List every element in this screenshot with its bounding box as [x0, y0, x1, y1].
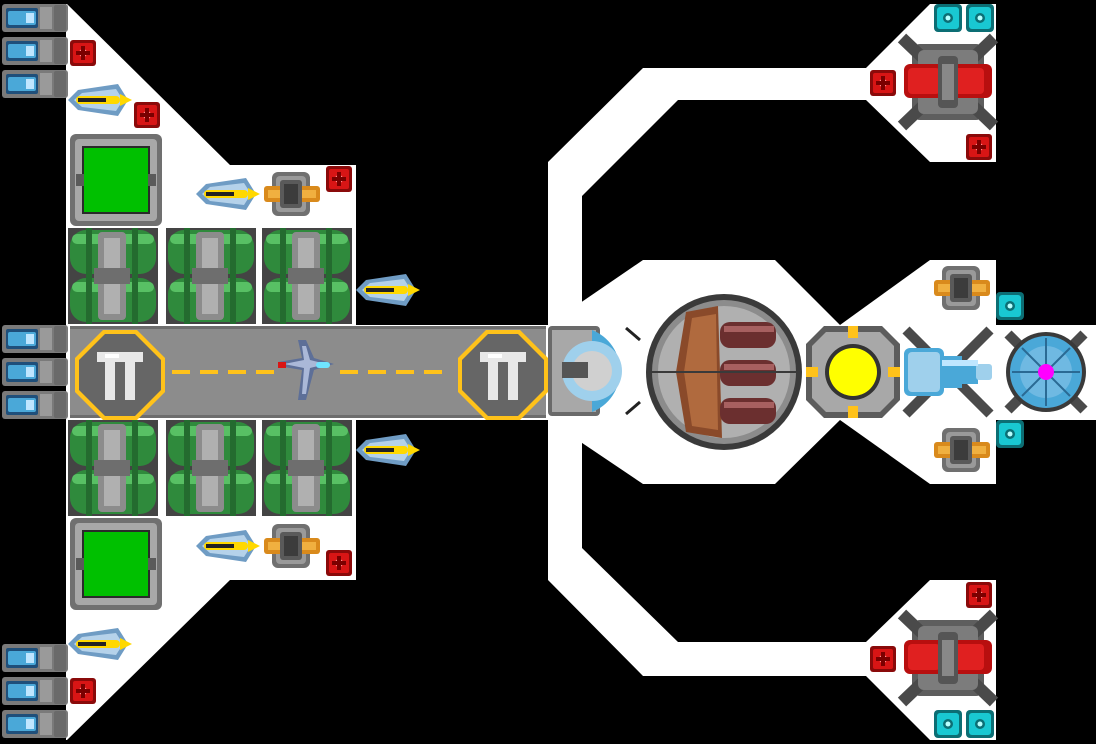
runway-stripes	[172, 370, 442, 374]
reactor-icon[interactable]	[806, 326, 900, 418]
red-mount-icon[interactable]	[966, 134, 992, 160]
cyan-socket-icon[interactable]	[966, 4, 994, 32]
cargo-tanks-upper	[68, 228, 352, 324]
cargo-tank-icon[interactable]	[166, 420, 256, 516]
cargo-tank-icon[interactable]	[262, 420, 352, 516]
heavy-cannon-icon[interactable]	[902, 614, 994, 702]
cargo-tank-icon[interactable]	[68, 420, 158, 516]
red-mount-icon[interactable]	[70, 678, 96, 704]
red-mount-icon[interactable]	[134, 102, 160, 128]
laser-turret-icon[interactable]	[356, 434, 420, 466]
cyan-socket-icon[interactable]	[934, 4, 962, 32]
cargo-tank-icon[interactable]	[262, 228, 352, 324]
laser-turret-icon[interactable]	[356, 274, 420, 306]
thruster-bank-bottom	[2, 644, 68, 738]
thruster-icon[interactable]	[2, 391, 68, 419]
thruster-icon[interactable]	[2, 677, 68, 705]
red-mount-icon[interactable]	[326, 166, 352, 192]
thruster-icon[interactable]	[2, 644, 68, 672]
engine-icon[interactable]	[902, 326, 994, 418]
cyan-socket-icon[interactable]	[966, 710, 994, 738]
red-mount-icon[interactable]	[326, 550, 352, 576]
thruster-icon[interactable]	[2, 710, 68, 738]
hangar-icon[interactable]	[646, 294, 802, 450]
cyan-socket-icon[interactable]	[996, 420, 1024, 448]
thruster-icon[interactable]	[2, 4, 68, 32]
heavy-cannon-icon[interactable]	[902, 38, 994, 126]
fighter-ship-icon[interactable]	[278, 340, 334, 400]
cyan-socket-icon[interactable]	[934, 710, 962, 738]
cargo-tanks-lower	[68, 420, 352, 516]
core-icon[interactable]	[1004, 330, 1088, 414]
storage-bay-icon[interactable]	[70, 134, 162, 226]
red-mount-icon[interactable]	[870, 70, 896, 96]
cockpit-icon[interactable]	[548, 326, 641, 416]
red-mount-icon[interactable]	[870, 646, 896, 672]
thruster-icon[interactable]	[2, 325, 68, 353]
red-mount-icon[interactable]	[966, 582, 992, 608]
thruster-bank-top	[2, 4, 68, 98]
red-mount-icon[interactable]	[70, 40, 96, 66]
thruster-bank-mid	[2, 325, 68, 419]
cargo-tank-icon[interactable]	[166, 228, 256, 324]
landing-pad[interactable]	[70, 326, 548, 420]
thruster-icon[interactable]	[2, 70, 68, 98]
thruster-icon[interactable]	[2, 358, 68, 386]
storage-bay-icon[interactable]	[70, 518, 162, 610]
thruster-icon[interactable]	[2, 37, 68, 65]
cyan-socket-icon[interactable]	[996, 292, 1024, 320]
cargo-tank-icon[interactable]	[68, 228, 158, 324]
